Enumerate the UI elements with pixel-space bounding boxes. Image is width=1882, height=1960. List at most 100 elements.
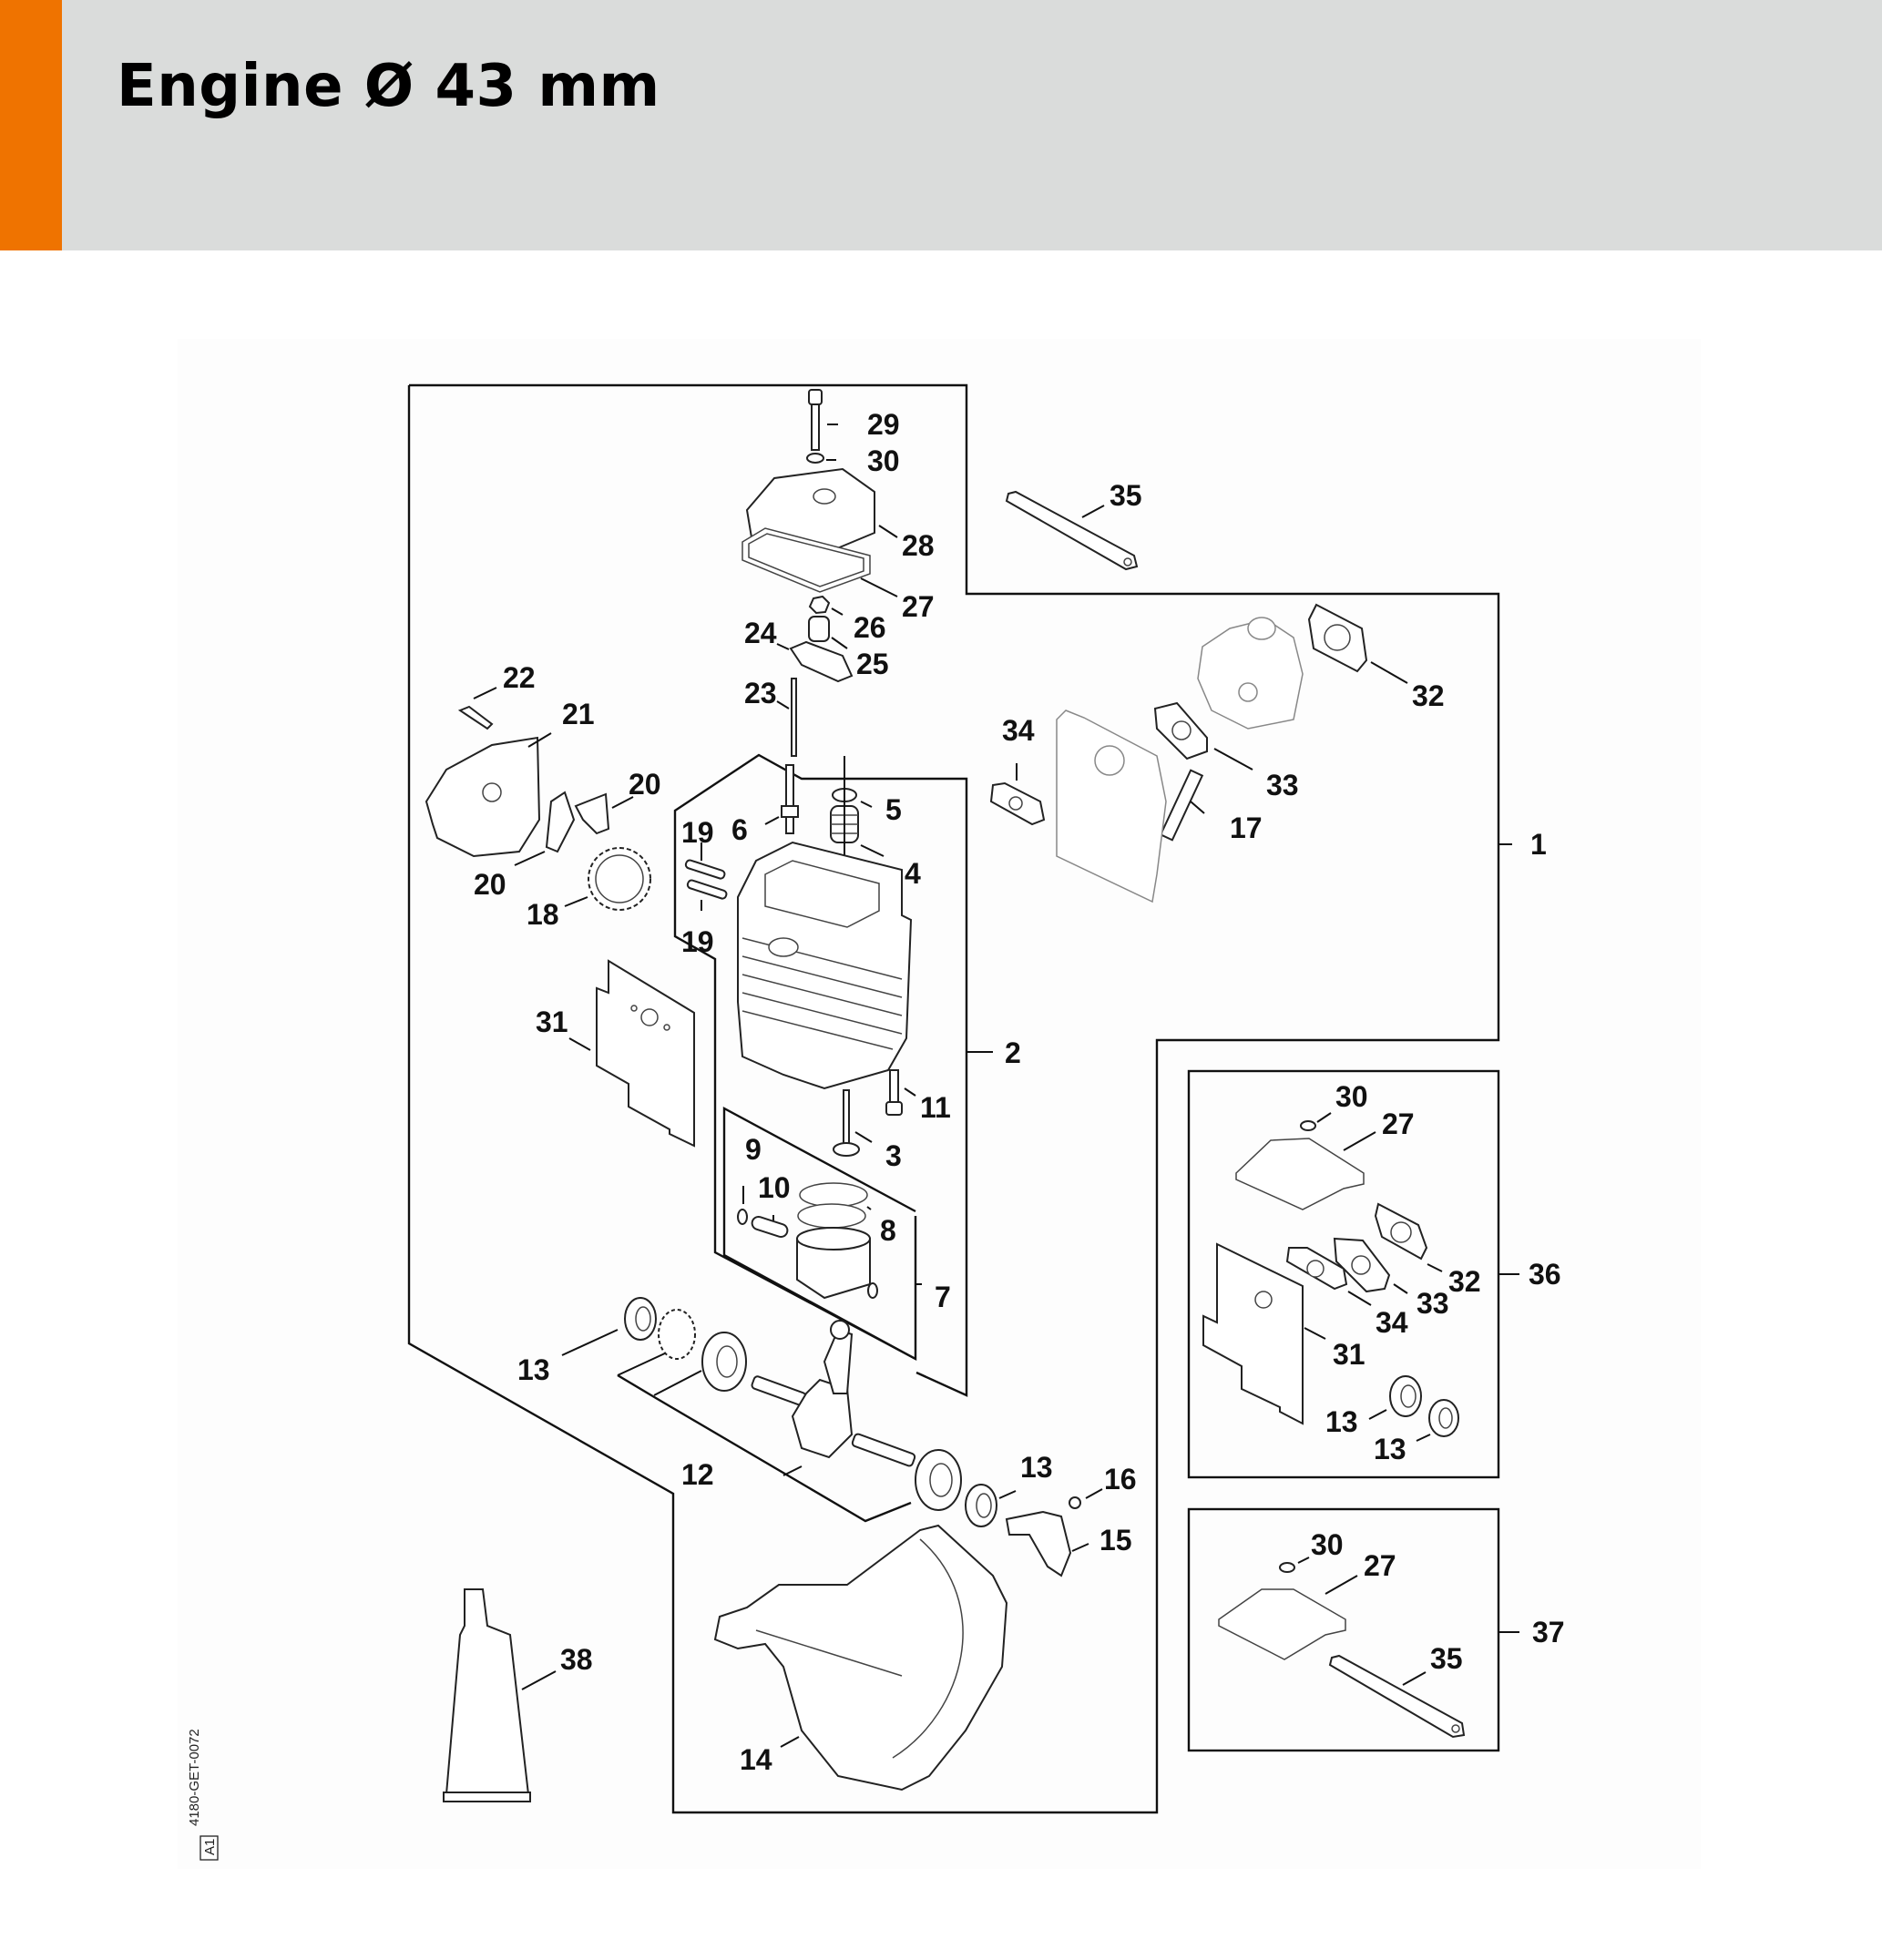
- label-3[interactable]: 3: [885, 1139, 902, 1172]
- part-25-sleeve[interactable]: [808, 616, 848, 649]
- label-14[interactable]: 14: [740, 1743, 772, 1776]
- part-crankshaft[interactable]: [751, 1320, 916, 1467]
- label-2[interactable]: 2: [1005, 1036, 1021, 1069]
- label-5[interactable]: 5: [885, 793, 902, 826]
- part-bearing-left[interactable]: [701, 1332, 747, 1392]
- label-10[interactable]: 10: [758, 1171, 791, 1204]
- label-37[interactable]: 37: [1532, 1616, 1565, 1649]
- label-33[interactable]: 33: [1266, 769, 1299, 801]
- label-6[interactable]: 6: [731, 813, 748, 846]
- label-32[interactable]: 32: [1412, 679, 1445, 712]
- label-19-b[interactable]: 19: [681, 925, 714, 958]
- part-20-lever-b[interactable]: [574, 792, 634, 835]
- part-34-gasket[interactable]: [989, 763, 1046, 826]
- label-13-a[interactable]: 13: [517, 1353, 550, 1386]
- kit36-label-33[interactable]: 33: [1417, 1287, 1449, 1320]
- label-15[interactable]: 15: [1100, 1524, 1132, 1557]
- label-8[interactable]: 8: [880, 1214, 896, 1247]
- kit37-label-30[interactable]: 30: [1311, 1528, 1344, 1561]
- part-15-ignition-module[interactable]: [1005, 1510, 1089, 1577]
- kit36-part-27-gasket[interactable]: [1235, 1131, 1376, 1210]
- label-34[interactable]: 34: [1002, 714, 1035, 747]
- part-33-gasket[interactable]: [1153, 701, 1253, 771]
- kit36-label-30[interactable]: 30: [1335, 1080, 1368, 1113]
- label-20-b[interactable]: 20: [474, 868, 506, 901]
- label-22[interactable]: 22: [503, 661, 536, 694]
- label-31[interactable]: 31: [536, 1006, 568, 1038]
- part-13-oil-seal-right[interactable]: [965, 1484, 1017, 1527]
- label-36[interactable]: 36: [1529, 1258, 1561, 1291]
- part-26-nut[interactable]: [808, 595, 844, 616]
- part-16-screw[interactable]: [1069, 1488, 1103, 1509]
- kit36-part-13-seal-a[interactable]: [1368, 1375, 1422, 1420]
- label-38[interactable]: 38: [560, 1643, 593, 1676]
- part-35-adjustment-tool[interactable]: [1005, 490, 1139, 571]
- part-20-lever-a[interactable]: [514, 791, 576, 866]
- label-13-b[interactable]: 13: [1020, 1451, 1053, 1484]
- part-18-camshaft-gear[interactable]: [564, 847, 651, 911]
- kit36-part-33-gasket[interactable]: [1333, 1237, 1408, 1294]
- label-4[interactable]: 4: [905, 857, 921, 890]
- label-11[interactable]: 11: [920, 1091, 951, 1124]
- part-intake-manifold[interactable]: [1056, 709, 1167, 903]
- part-24-rocker-arm[interactable]: [776, 640, 854, 683]
- label-23[interactable]: 23: [744, 677, 777, 709]
- label-26[interactable]: 26: [854, 611, 886, 644]
- label-12[interactable]: 12: [681, 1458, 714, 1491]
- part-6-stud[interactable]: [764, 764, 799, 834]
- label-24[interactable]: 24: [744, 617, 777, 649]
- kit36-part-34-gasket[interactable]: [1285, 1247, 1372, 1306]
- part-bearing-right[interactable]: [915, 1449, 962, 1511]
- part-10-piston-pin[interactable]: [751, 1215, 789, 1239]
- kit36-part-13-seal-b[interactable]: [1416, 1399, 1459, 1442]
- part-30-washer[interactable]: [806, 453, 836, 464]
- part-3-valve[interactable]: [833, 1089, 873, 1157]
- part-4-valve-spring[interactable]: [830, 805, 885, 857]
- kit36-label-32[interactable]: 32: [1448, 1265, 1481, 1298]
- label-28[interactable]: 28: [902, 529, 935, 562]
- kit36-label-13-b[interactable]: 13: [1374, 1433, 1406, 1465]
- kit36-part-32-gasket[interactable]: [1374, 1202, 1443, 1272]
- part-17-sleeve-tube[interactable]: [1159, 769, 1205, 842]
- part-14-crankcase[interactable]: [713, 1524, 1008, 1792]
- part-38-grease-tube[interactable]: [443, 1588, 557, 1802]
- part-23-push-rod[interactable]: [776, 678, 797, 757]
- label-16[interactable]: 16: [1104, 1463, 1137, 1496]
- part-21-gear-cover[interactable]: [424, 732, 552, 858]
- part-2-cylinder[interactable]: [737, 841, 913, 1090]
- label-9[interactable]: 9: [745, 1133, 762, 1166]
- kit36-part-30-washer[interactable]: [1300, 1112, 1332, 1131]
- part-19-pin-b[interactable]: [686, 879, 728, 911]
- part-13-oil-seal-left[interactable]: [561, 1297, 657, 1356]
- kit36-label-34[interactable]: 34: [1376, 1306, 1408, 1339]
- kit37-part-30-washer[interactable]: [1279, 1557, 1310, 1573]
- kit37-part-27-gasket[interactable]: [1218, 1575, 1358, 1660]
- label-21[interactable]: 21: [562, 698, 595, 730]
- label-27[interactable]: 27: [902, 590, 935, 623]
- part-22-screw[interactable]: [457, 687, 497, 730]
- kit37-label-27[interactable]: 27: [1364, 1549, 1396, 1582]
- part-carburetor[interactable]: [1197, 617, 1304, 730]
- kit36-label-13-a[interactable]: 13: [1325, 1405, 1358, 1438]
- label-17[interactable]: 17: [1230, 812, 1263, 844]
- kit36-label-27[interactable]: 27: [1382, 1108, 1415, 1140]
- part-19-pin-a[interactable]: [684, 842, 726, 880]
- part-pinion-gear[interactable]: [658, 1309, 696, 1360]
- part-27-cover-gasket[interactable]: [742, 527, 898, 597]
- kit37-part-35-tool[interactable]: [1328, 1654, 1466, 1739]
- kit36-label-31[interactable]: 31: [1333, 1338, 1365, 1371]
- part-29-screw[interactable]: [808, 389, 838, 451]
- label-1[interactable]: 1: [1530, 828, 1547, 861]
- label-18[interactable]: 18: [527, 898, 559, 931]
- part-piston[interactable]: [796, 1227, 871, 1300]
- label-19-a[interactable]: 19: [681, 816, 714, 849]
- label-29[interactable]: 29: [867, 408, 900, 441]
- label-35[interactable]: 35: [1110, 479, 1142, 512]
- label-30[interactable]: 30: [867, 444, 900, 477]
- part-11-screw[interactable]: [885, 1069, 916, 1116]
- kit36-part-31-heat-shield[interactable]: [1202, 1242, 1326, 1425]
- label-7[interactable]: 7: [935, 1281, 951, 1313]
- part-5-spring-retainer[interactable]: [832, 788, 873, 808]
- label-25[interactable]: 25: [856, 648, 889, 680]
- part-8-piston-rings[interactable]: [797, 1182, 872, 1229]
